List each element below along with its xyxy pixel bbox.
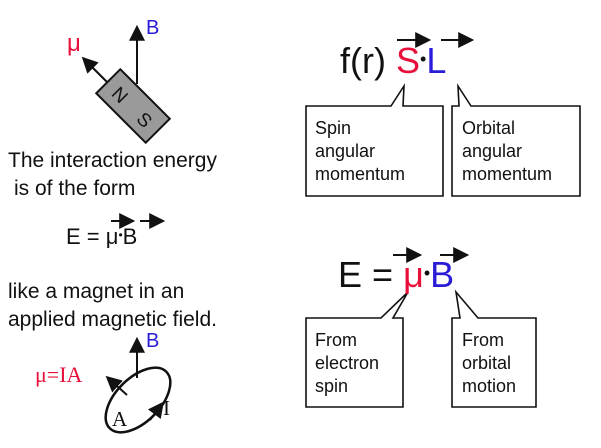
loop-mu-arrow: [105, 375, 128, 396]
equation-large-mu: μ: [403, 254, 424, 295]
electron-box-line2: electron: [315, 353, 380, 373]
orbital-motion-box-line2: orbital: [462, 353, 512, 373]
equation-small-dot: •: [118, 228, 123, 242]
magnet-text-line1: like a magnet in an: [8, 280, 185, 303]
interaction-text-line2: is of the form: [14, 177, 136, 200]
loop-b-label: B: [146, 330, 160, 352]
equation-large-dot: •: [423, 263, 431, 283]
spin-callout-box: [305, 83, 444, 197]
electron-box-line3: spin: [315, 376, 349, 396]
equation-small-lhs: E =: [66, 224, 100, 249]
electron-box-line1: From: [315, 330, 357, 350]
spin-orbit-expression: f(r) S•L: [340, 40, 446, 88]
equation-large: E = μ•B: [338, 254, 454, 302]
loop-area-label: A: [112, 407, 128, 431]
orbital-callout-box: [451, 83, 581, 197]
current-loop: [104, 336, 172, 434]
equation-large-b: B: [430, 254, 455, 295]
equation-small-mu: μ: [105, 224, 119, 249]
spin-orbit-l: L: [426, 40, 447, 81]
loop-moment-label: μ=IA: [35, 362, 83, 387]
orbital-motion-callout-box: [451, 289, 537, 408]
equation-small: E = μ•B: [66, 224, 137, 253]
equation-small-b: B: [122, 224, 138, 249]
bar-magnet: [94, 67, 172, 145]
magnet-b-label: B: [146, 17, 160, 39]
spin-box-line2: angular: [315, 141, 376, 161]
orbital-motion-box-line1: From: [462, 330, 504, 350]
orbital-box-line1: Orbital: [462, 118, 516, 138]
magnet-body: [94, 67, 172, 145]
magnet-text-line2: applied magnetic field.: [8, 308, 217, 331]
magnet-mu-arrow: [81, 56, 108, 83]
loop-current-label: I: [163, 396, 170, 420]
orbital-box-line3: momentum: [462, 164, 553, 184]
interaction-text-line1: The interaction energy: [8, 149, 217, 172]
equation-large-lhs: E =: [338, 254, 394, 295]
orbital-motion-box-line3: motion: [462, 376, 517, 396]
spin-orbit-prefix: f(r): [340, 40, 386, 81]
spin-box-line3: momentum: [315, 164, 406, 184]
magnet-mu-label: μ: [67, 30, 81, 57]
spin-orbit-s: S: [395, 40, 420, 81]
spin-orbit-dot: •: [420, 49, 427, 69]
loop-current-arrow: [147, 401, 164, 421]
spin-box-line1: Spin: [315, 118, 352, 138]
orbital-box-line2: angular: [462, 141, 523, 161]
electron-callout-box: [305, 291, 409, 408]
